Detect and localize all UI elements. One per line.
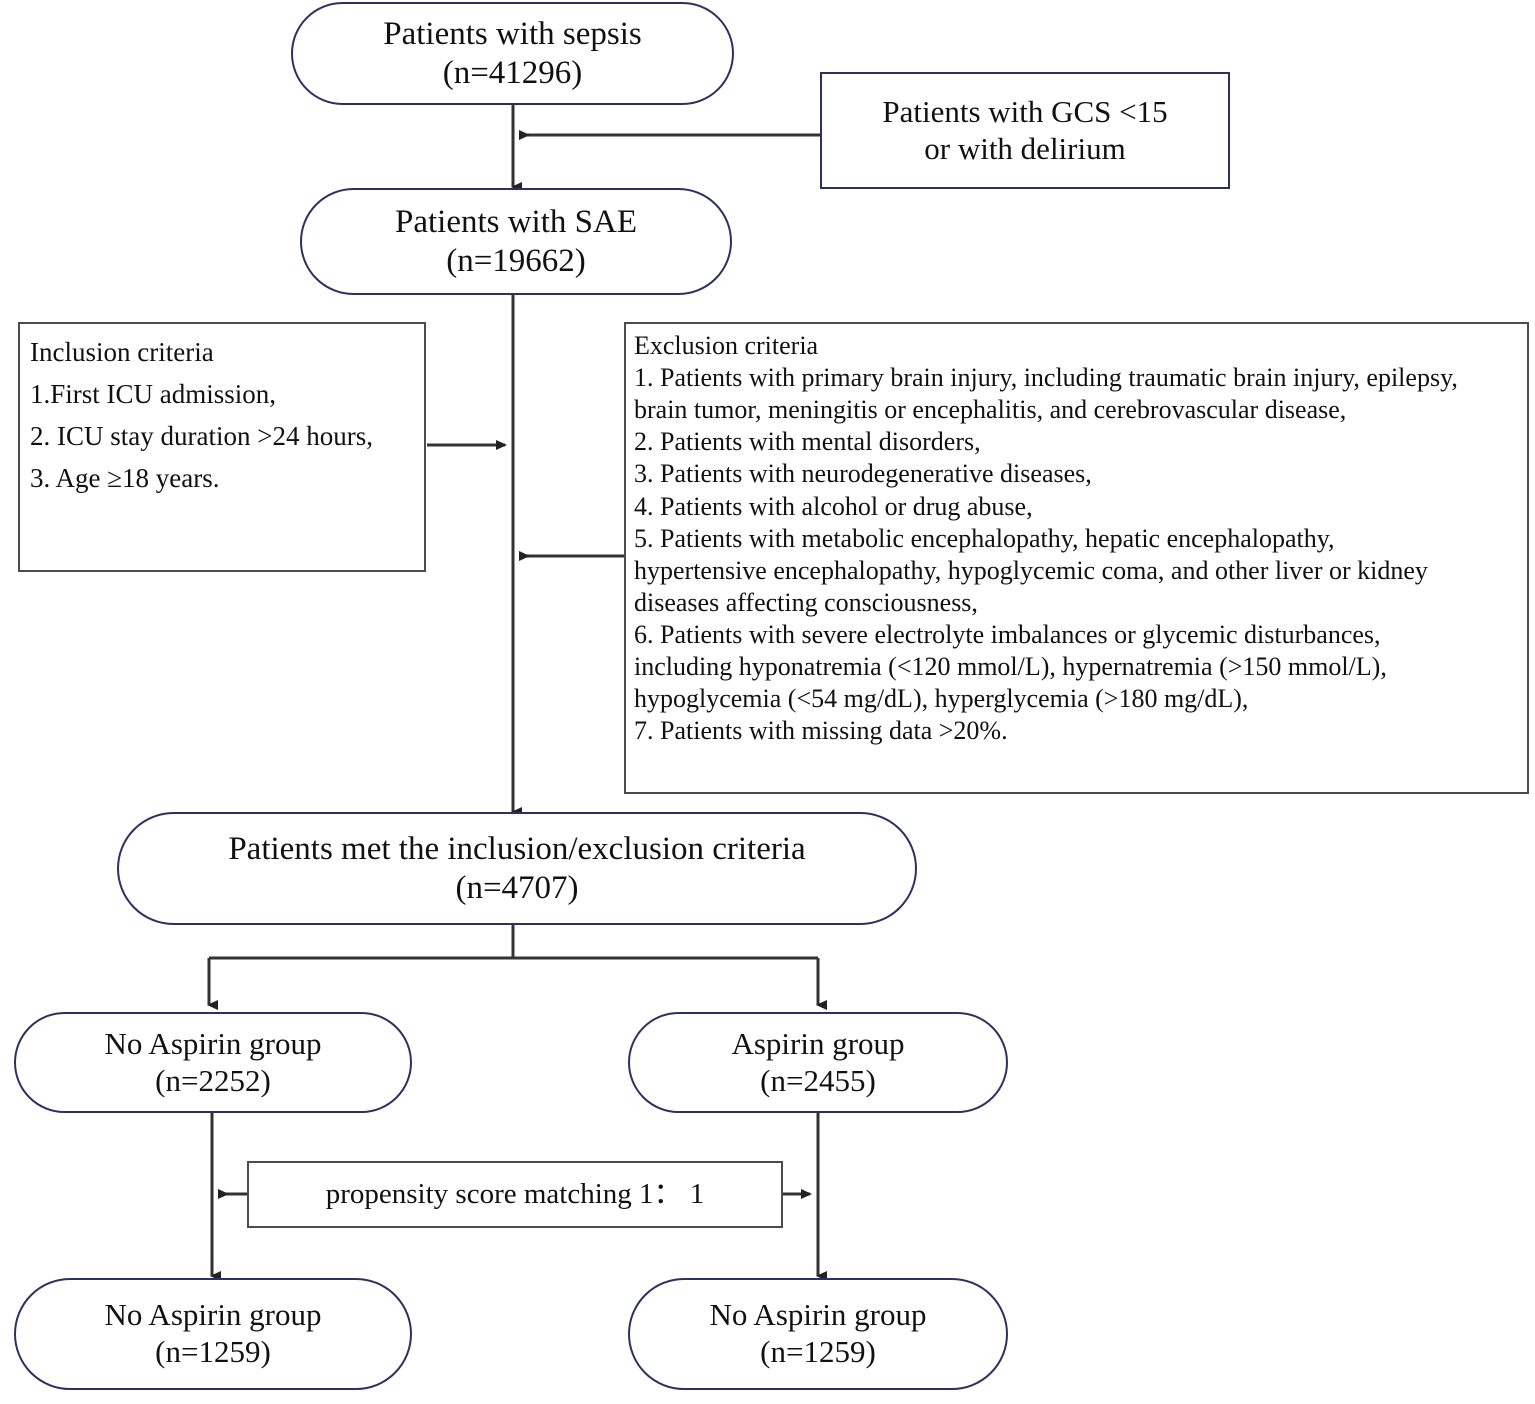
box-inclusion-criteria[interactable]: Inclusion criteria 1.First ICU admission…: [18, 322, 426, 572]
aspirin-pre-label: Aspirin group: [731, 1025, 905, 1061]
node-aspirin-group-pre[interactable]: Aspirin group (n=2455): [628, 1012, 1008, 1113]
exclusion-line-2: brain tumor, meningitis or encephalitis,…: [634, 395, 1347, 425]
exclusion-line-5: 4. Patients with alcohol or drug abuse,: [634, 491, 1033, 521]
inclusion-title: Inclusion criteria: [30, 337, 214, 367]
inclusion-item-1: 1.First ICU admission,: [30, 378, 277, 409]
node-met-criteria[interactable]: Patients met the inclusion/exclusion cri…: [117, 812, 917, 925]
node-no-aspirin-group-post[interactable]: No Aspirin group (n=1259): [14, 1278, 412, 1390]
exclusion-line-8: diseases affecting consciousness,: [634, 587, 978, 617]
psm-label: propensity score matching 1： 1: [325, 1178, 705, 1211]
no-aspirin-pre-count: (n=2252): [155, 1062, 271, 1098]
connector-met-split: [207, 925, 827, 1010]
inclusion-item-3: 3. Age ≥18 years.: [30, 462, 220, 493]
aspirin-pre-count: (n=2455): [760, 1062, 876, 1098]
node-sae-count: (n=19662): [446, 242, 586, 279]
exclusion-line-7: hypertensive encephalopathy, hypoglycemi…: [634, 555, 1428, 585]
exclusion-line-12: 7. Patients with missing data >20%.: [634, 716, 1008, 746]
no-aspirin-post-count: (n=1259): [155, 1334, 271, 1369]
exclusion-title: Exclusion criteria: [634, 331, 819, 360]
node-sepsis-label: Patients with sepsis: [383, 15, 642, 52]
box-propensity-score-matching[interactable]: propensity score matching 1： 1: [247, 1161, 783, 1228]
node-met-criteria-count: (n=4707): [455, 869, 579, 906]
exclusion-line-1: 1. Patients with primary brain injury, i…: [634, 363, 1458, 393]
node-sepsis-count: (n=41296): [442, 54, 583, 91]
exclusion-line-4: 3. Patients with neurodegenerative disea…: [634, 459, 1092, 489]
node-patients-with-sepsis[interactable]: Patients with sepsis (n=41296): [291, 2, 734, 105]
exclusion-line-3: 2. Patients with mental disorders,: [634, 427, 981, 457]
node-aspirin-group-post[interactable]: No Aspirin group (n=1259): [628, 1278, 1008, 1390]
node-met-criteria-label: Patients met the inclusion/exclusion cri…: [228, 830, 806, 867]
gcs-exclusion-line-2: or with delirium: [924, 130, 1126, 166]
exclusion-line-10: including hyponatremia (<120 mmol/L), hy…: [634, 652, 1387, 682]
node-gcs-delirium-exclusion[interactable]: Patients with GCS <15 or with delirium: [820, 72, 1230, 189]
inclusion-item-2: 2. ICU stay duration >24 hours,: [30, 420, 373, 451]
node-sae-label: Patients with SAE: [394, 203, 637, 240]
aspirin-post-count: (n=1259): [760, 1334, 876, 1369]
box-exclusion-criteria[interactable]: Exclusion criteria 1. Patients with prim…: [624, 322, 1529, 794]
aspirin-post-label: No Aspirin group: [709, 1297, 927, 1333]
no-aspirin-post-label: No Aspirin group: [104, 1297, 322, 1333]
no-aspirin-pre-label: No Aspirin group: [104, 1025, 322, 1061]
node-no-aspirin-group-pre[interactable]: No Aspirin group (n=2252): [14, 1012, 412, 1113]
node-patients-with-sae[interactable]: Patients with SAE (n=19662): [300, 188, 732, 295]
exclusion-line-6: 5. Patients with metabolic encephalopath…: [634, 523, 1335, 553]
gcs-exclusion-line-1: Patients with GCS <15: [882, 93, 1168, 129]
exclusion-line-9: 6. Patients with severe electrolyte imba…: [634, 619, 1381, 649]
exclusion-line-11: hypoglycemia (<54 mg/dL), hyperglycemia …: [634, 684, 1249, 714]
